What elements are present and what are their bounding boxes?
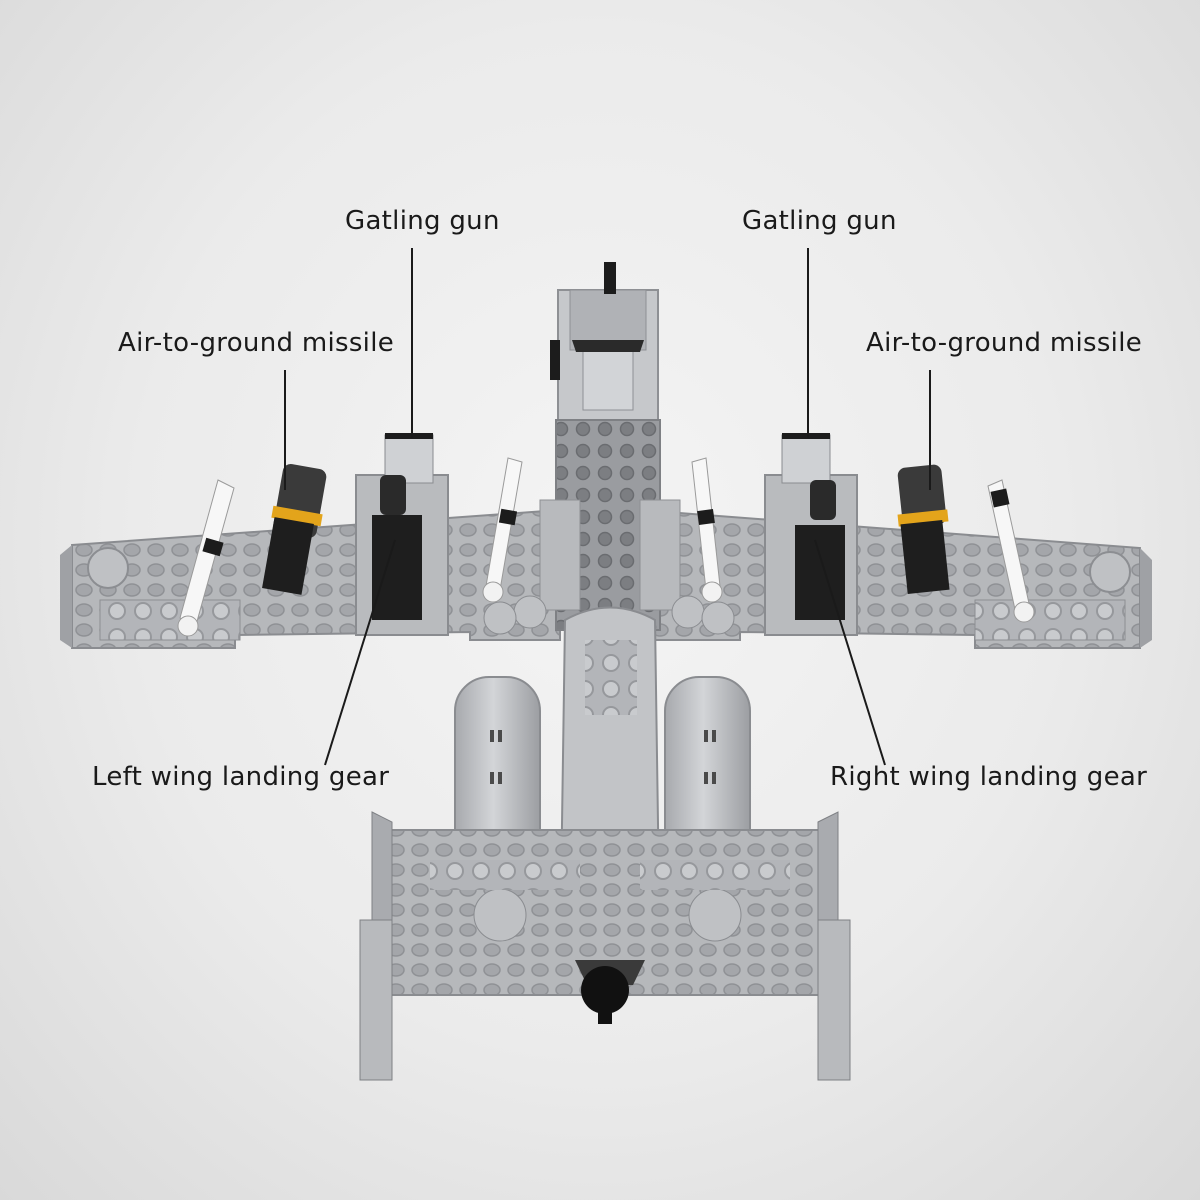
callout-missile-left: Air-to-ground missile <box>118 328 395 358</box>
left-gatling-pod <box>355 433 449 636</box>
line-gear-right <box>814 539 886 766</box>
callout-left-wing-landing-gear: Left wing landing gear <box>92 762 390 792</box>
right-vertical-tail <box>817 811 851 1081</box>
callout-gatling-gun-right: Gatling gun <box>742 206 897 236</box>
right-outer-missile <box>987 479 1035 623</box>
tail-cone <box>575 960 645 1024</box>
right-missile-pod <box>897 464 950 595</box>
callout-missile-right: Air-to-ground missile <box>866 328 1143 358</box>
center-left-missile <box>482 457 523 603</box>
right-gatling-pod <box>764 433 858 636</box>
horizontal-stabilizer <box>389 829 821 996</box>
left-vertical-tail <box>359 811 393 1081</box>
left-missile-pod <box>262 463 327 595</box>
fuselage-front <box>483 262 735 635</box>
callout-lines <box>284 248 931 766</box>
line-gear-left <box>324 539 396 766</box>
left-outer-missile <box>177 479 235 637</box>
callout-right-wing-landing-gear: Right wing landing gear <box>830 762 1148 792</box>
callout-gatling-gun-left: Gatling gun <box>345 206 500 236</box>
center-right-missile <box>691 457 723 603</box>
